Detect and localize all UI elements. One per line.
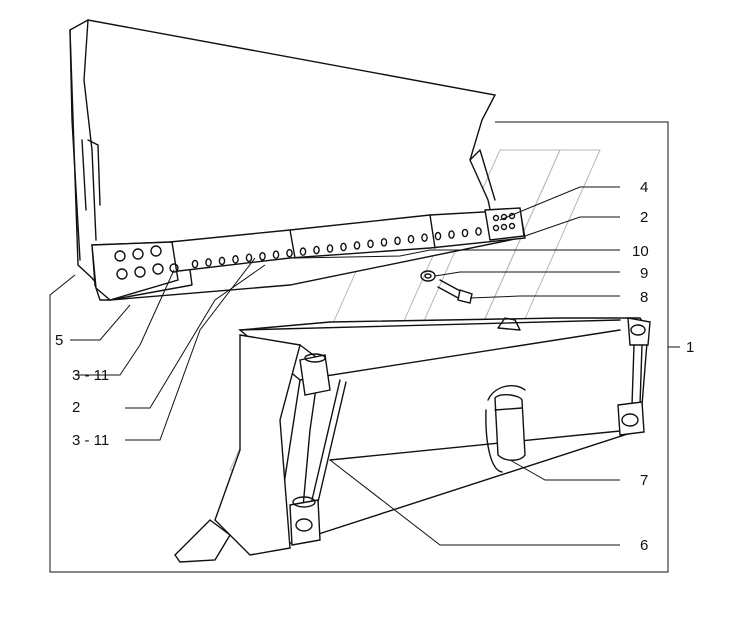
side-plate [174,334,321,563]
bolt-hole [205,258,212,267]
callout-6: 6 [640,537,648,554]
bolt-hole [407,234,415,244]
bolt-hole [394,236,401,246]
callout-labels: 4 2 10 9 8 1 5 3 - 11 2 3 - 11 7 6 [55,179,694,554]
bolt-hole [461,228,469,238]
bolt-hole [245,253,253,263]
callout-2-left: 2 [72,399,80,416]
bolt-hole [232,255,239,264]
pin-tower-right [617,317,651,436]
bolt-hole [380,237,388,247]
bolt-hole [434,231,442,241]
leader-lines [70,186,680,546]
callout-2-right: 2 [640,209,648,226]
bolt-part-8 [437,279,473,304]
push-arm-frame [238,317,649,546]
end-bit-right [484,207,525,241]
bolt-hole [191,259,199,269]
bolt-hole [340,242,347,252]
bolt-hole [353,241,361,250]
bolt-hole [299,247,307,256]
brace-strut-part-6 [311,379,347,503]
bolt-holes-row [191,227,482,269]
end-bit-left [91,241,179,301]
callout-5: 5 [55,332,63,349]
pin-bracket-lower [289,496,321,546]
callout-1: 1 [686,339,694,356]
bolt-hole [259,251,266,261]
bolt-hole [421,233,428,242]
bolt-hole [272,250,280,259]
callout-9: 9 [640,265,648,282]
bolt-hole [367,239,374,249]
bolt-hole [448,230,455,239]
callout-3-11-upper: 3 - 11 [72,367,109,384]
pin-bracket-upper [299,353,331,396]
bolt-hole [326,244,334,253]
callout-4: 4 [640,179,648,196]
washer-part-9 [420,270,436,282]
callout-3-11-lower: 3 - 11 [72,432,109,449]
callout-10: 10 [632,243,649,260]
trunnion-cap-part-7 [485,384,526,473]
bolt-hole [313,245,320,255]
bolt-hole [475,227,482,236]
assembly-frame [49,121,669,573]
bolt-hole [286,248,293,258]
bolt-hole [218,256,226,266]
callout-7: 7 [640,472,648,489]
callout-8: 8 [640,289,648,306]
